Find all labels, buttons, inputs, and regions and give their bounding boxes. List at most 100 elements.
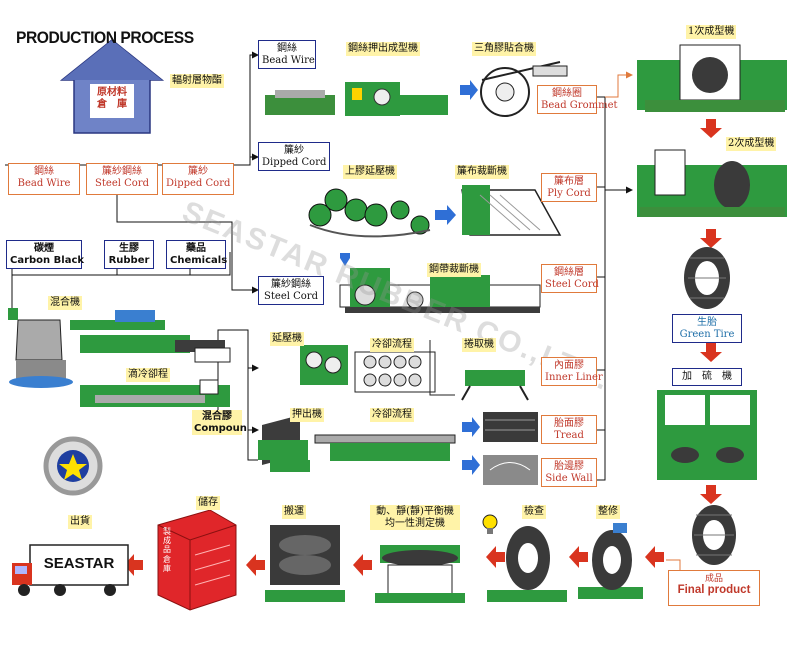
delivery-truck-icon	[12, 544, 129, 596]
label-trimming: 整修	[596, 505, 620, 519]
branch-steel-cord-zh: 簾紗鋼絲	[271, 279, 311, 290]
cooling-line-icon	[80, 379, 230, 407]
final-product-label: 成品 Final product	[668, 570, 760, 606]
component-side-wall-zh: 胎邊膠	[554, 461, 584, 472]
balance-line1: 動、靜(靜)平衡機	[376, 506, 454, 517]
winding-machine-icon	[461, 370, 529, 401]
label-winding: 捲取機	[462, 338, 496, 352]
final-product-zh: 成品	[704, 574, 723, 584]
warehouse-house-icon	[59, 39, 165, 134]
input-rubber-zh: 生膠	[119, 243, 139, 254]
label-building-machine-2: 2次成型機	[726, 137, 777, 151]
label-cooling1: 冷卻流程	[370, 338, 414, 352]
label-extruder: 押出機	[290, 408, 324, 422]
bead-wire-extruder-icon	[265, 82, 448, 116]
inspection-station-icon	[482, 514, 567, 602]
input-dipped-cord: 簾紗 Dipped Cord	[162, 163, 234, 195]
side-wall-product-icon	[483, 455, 538, 485]
component-steel-cord-zh: 鋼絲層	[554, 267, 584, 278]
component-ply-cord-en: Ply Cord	[547, 187, 591, 199]
input-bead-wire: 鋼絲 Bead Wire	[8, 163, 80, 195]
component-inner-liner-en: Inner Liner	[545, 371, 603, 383]
trimming-station-icon	[578, 523, 643, 599]
label-wire-extruder: 鋼絲押出成型機	[346, 42, 420, 56]
calender-machine-icon	[308, 188, 431, 238]
input-bead-wire-zh: 鋼絲	[34, 166, 54, 177]
label-rolling: 延壓機	[270, 332, 304, 346]
input-carbon-black: 碳煙 Carbon Black	[6, 240, 84, 269]
input-chemicals-en: Chemicals	[170, 254, 228, 266]
final-tire-icon	[692, 505, 736, 565]
compound-en: Compoun	[194, 422, 247, 434]
component-steel-cord-en: Steel Cord	[545, 278, 599, 290]
curing-press-icon	[657, 390, 757, 480]
label-cooling2: 冷卻流程	[370, 408, 414, 422]
curing-press-label: 加 硫 機	[672, 368, 742, 386]
warehouse-label: 原材料 倉 庫	[90, 87, 134, 110]
balance-machine-icon	[375, 545, 465, 603]
green-tire-label: 生胎 Green Tire	[672, 314, 742, 343]
rolling-machine-icon	[300, 345, 348, 385]
first-stage-building-machine-icon	[637, 44, 787, 112]
input-rubber-en: Rubber	[108, 254, 150, 266]
input-carbon-black-zh: 碳煙	[34, 243, 54, 254]
input-steel-cord: 簾紗鋼絲 Steel Cord	[86, 163, 158, 195]
component-steel-cord: 鋼絲層 Steel Cord	[541, 264, 599, 293]
label-storage: 儲存	[196, 496, 220, 510]
branch-dipped-cord-zh: 簾紗	[284, 145, 304, 156]
truck-brand-text: SEASTAR	[43, 555, 115, 572]
component-tread: 胎面膠 Tread	[541, 415, 597, 444]
input-rubber: 生膠 Rubber	[104, 240, 154, 269]
final-product-en: Final product	[677, 584, 751, 596]
input-steel-cord-en: Steel Cord	[95, 177, 149, 189]
input-steel-cord-zh: 簾紗鋼絲	[102, 166, 142, 177]
mixer-label: 混合機	[48, 296, 82, 310]
green-tire-icon	[684, 247, 730, 309]
label-shipping: 出貨	[68, 515, 92, 529]
mixing-line-icon	[70, 310, 231, 363]
input-chemicals-zh: 藥品	[186, 243, 206, 254]
warehouse-line1: 原材料	[97, 87, 127, 98]
component-side-wall: 胎邊膠 Side Wall	[541, 458, 597, 487]
branch-bead-wire-zh: 鋼絲	[277, 43, 297, 54]
tread-product-icon	[483, 412, 538, 442]
balance-line2: 均一性測定機	[385, 517, 445, 529]
bias-cutter-icon	[461, 185, 562, 236]
radiation-label: 輻射層物酯	[170, 74, 224, 88]
component-tread-zh: 胎面膠	[554, 418, 584, 429]
component-side-wall-en: Side Wall	[545, 472, 593, 484]
company-logo-icon	[43, 436, 103, 496]
diagram-title: PRODUCTION PROCESS	[16, 28, 194, 47]
tread-extruder-icon	[258, 415, 456, 472]
branch-dipped-cord: 簾紗 Dipped Cord	[258, 142, 330, 171]
component-bead-grommet: 鋼絲圈 Bead Grommet	[537, 85, 618, 114]
warehouse-line2: 倉 庫	[97, 98, 127, 110]
input-dipped-cord-en: Dipped Cord	[166, 177, 231, 189]
compound-label: 混合膠 Compoun	[192, 410, 247, 435]
cooling-rollers-icon	[354, 340, 455, 396]
input-dipped-cord-zh: 簾紗	[188, 166, 208, 177]
component-tread-en: Tread	[554, 429, 584, 441]
label-building-machine-1: 1次成型機	[686, 25, 737, 39]
component-inner-liner: 內面膠 Inner Liner	[541, 357, 603, 386]
cooling-roll-label: 滴冷卻程	[126, 368, 170, 382]
branch-steel-cord: 簾紗鋼絲 Steel Cord	[258, 276, 324, 305]
component-inner-liner-zh: 內面膠	[554, 360, 584, 371]
component-ply-cord-zh: 簾布層	[554, 176, 584, 187]
storage-sign: 製成品倉庫	[163, 527, 171, 573]
label-balance-machine: 動、靜(靜)平衡機 均一性測定機	[370, 505, 460, 530]
conveyor-icon	[265, 525, 345, 602]
branch-steel-cord-en: Steel Cord	[264, 290, 318, 302]
label-inspection: 檢查	[522, 505, 546, 519]
component-bead-grommet-en: Bead Grommet	[541, 99, 618, 111]
input-bead-wire-en: Bead Wire	[17, 177, 71, 189]
mixer-machine-icon	[8, 308, 73, 388]
label-apex-machine: 三角膠貼合機	[472, 42, 536, 56]
second-stage-building-machine-icon	[637, 149, 787, 217]
steel-cutter-icon	[339, 268, 541, 313]
input-chemicals: 藥品 Chemicals	[166, 240, 228, 269]
apex-machine-icon	[480, 61, 568, 117]
green-tire-zh: 生胎	[697, 317, 717, 328]
